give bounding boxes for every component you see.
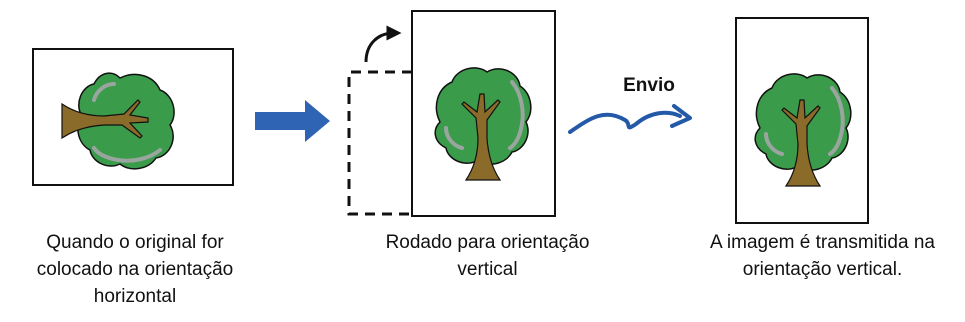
caption-line: Quando o original for [46,232,224,253]
send-label: Envio [623,75,675,96]
send-wave-arrow-icon [568,104,692,134]
rotate-arrow-icon [364,25,402,63]
caption-rotated: Rodado para orientação vertical [345,229,630,283]
caption-line: Rodado para orientação [385,232,590,253]
previous-position-outline [347,70,412,216]
caption-line: colocado na orientação [36,259,234,280]
caption-original: Quando o original for colocado na orient… [0,229,270,310]
caption-line: horizontal [93,286,177,307]
right-arrow-icon [255,100,330,142]
caption-line: A imagem é transmitida na [710,232,935,253]
caption-transmitted: A imagem é transmitida na orientação ver… [680,229,965,283]
caption-line: vertical [457,259,518,280]
caption-line: orientação vertical. [742,259,903,280]
